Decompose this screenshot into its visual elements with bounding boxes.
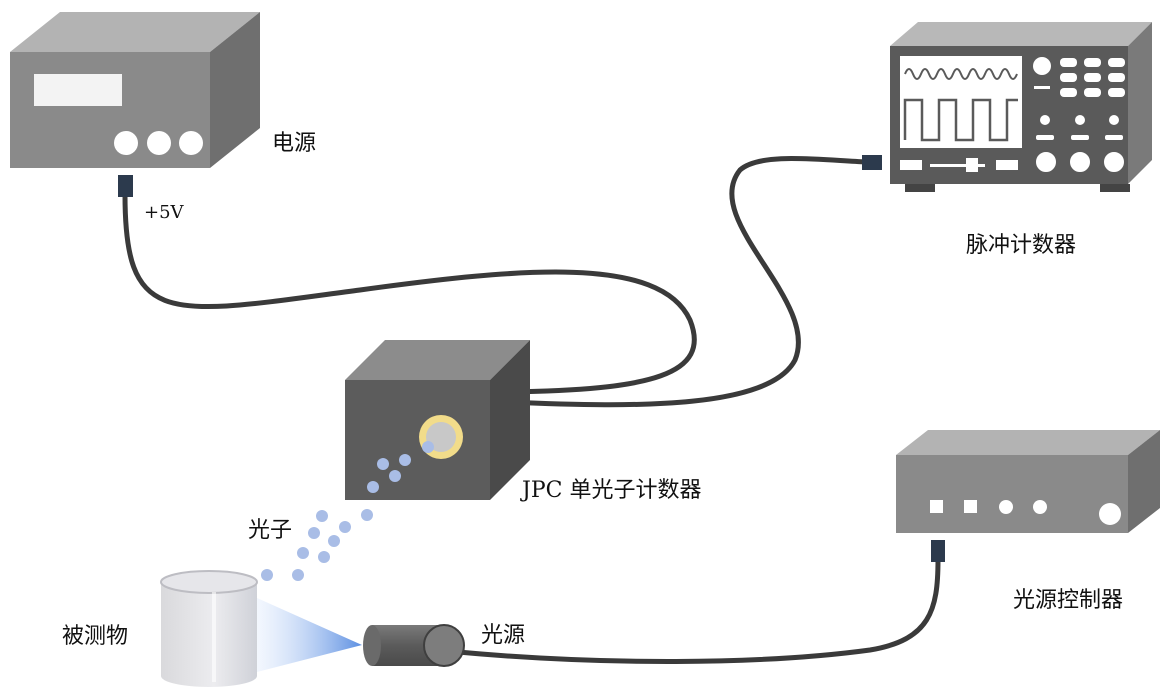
power-supply-knobs [114, 131, 203, 155]
controller-connector [931, 540, 945, 562]
photon-dots [261, 441, 434, 581]
light-source-cable [455, 557, 941, 665]
light-source [363, 624, 465, 667]
light-source-label: 光源 [481, 623, 525, 648]
photon-dot [389, 470, 401, 482]
oscilloscope-power-button [1033, 57, 1051, 75]
light-controller-label: 光源控制器 [1013, 588, 1123, 613]
photon-dot [399, 454, 411, 466]
light-beam [257, 598, 362, 672]
lamp-back [363, 625, 381, 666]
photon-dot [367, 481, 379, 493]
photon-dot [422, 441, 434, 453]
cup-highlight [212, 592, 216, 682]
photon-dot [377, 458, 389, 470]
oscilloscope-connector [862, 155, 882, 170]
photon-dot [261, 569, 273, 581]
photon-dot [361, 509, 373, 521]
detector-lens [426, 422, 456, 452]
voltage-label: +5V [144, 202, 185, 223]
cables [122, 156, 941, 665]
controller-side [1128, 430, 1160, 533]
oscilloscope-side [1128, 22, 1152, 184]
power-supply-front [10, 52, 210, 168]
photon-dot [339, 521, 351, 533]
cup-rim [160, 570, 258, 594]
sample-label: 被测物 [62, 624, 128, 649]
power-connector [118, 175, 133, 197]
knob-icon [114, 131, 138, 155]
sample-cup [160, 570, 258, 687]
photon-dot [308, 527, 320, 539]
oscilloscope-bottom-button [996, 160, 1018, 170]
oscilloscope-bottom-button [900, 160, 922, 170]
cup-body [161, 582, 257, 687]
sine-wave-trace [904, 68, 1018, 80]
power-supply-side [210, 12, 260, 168]
controller-top [896, 430, 1160, 455]
power-supply [10, 12, 260, 197]
oscilloscope [862, 22, 1152, 192]
controller-knob-icon [1099, 503, 1121, 525]
pulse-counter-label: 脉冲计数器 [966, 233, 1076, 258]
dial-icon [1102, 150, 1126, 174]
power-supply-top [10, 12, 260, 52]
lamp-front [423, 624, 465, 667]
dial-icon [1034, 150, 1058, 174]
oscilloscope-foot [1100, 184, 1130, 192]
photons-label: 光子 [248, 518, 292, 543]
oscilloscope-top [890, 22, 1152, 46]
photon-dot [316, 510, 328, 522]
dial-icon [1068, 150, 1092, 174]
oscilloscope-slider-track [930, 164, 985, 167]
controller-indicator [999, 500, 1013, 514]
photon-counter-side [490, 340, 530, 500]
oscilloscope-slider-thumb [966, 158, 978, 172]
power-supply-display [34, 74, 122, 106]
square-wave-trace [903, 98, 1018, 142]
photon-dot [292, 569, 304, 581]
photon-counter [345, 340, 530, 500]
oscilloscope-foot [905, 184, 935, 192]
photon-dot [297, 547, 309, 559]
photon-counter-front [345, 380, 490, 500]
controller-button [930, 500, 943, 513]
knob-icon [179, 131, 203, 155]
controller-front [896, 455, 1128, 533]
controller-button [964, 500, 977, 513]
light-controller [896, 430, 1160, 562]
oscilloscope-dials [1034, 150, 1126, 174]
oscilloscope-dash [1034, 86, 1050, 89]
photon-dot [328, 535, 340, 547]
oscilloscope-button-grid [1060, 58, 1125, 97]
counter-signal-cable [505, 156, 869, 408]
controller-indicator [1033, 500, 1047, 514]
oscilloscope-small-knobs [1036, 115, 1123, 140]
power-cable [122, 192, 697, 395]
photon-counter-label: JPC 单光子计数器 [520, 478, 701, 503]
photon-counter-top [345, 340, 530, 380]
photon-dot [318, 551, 330, 563]
knob-icon [147, 131, 171, 155]
power-supply-label: 电源 [272, 131, 316, 156]
